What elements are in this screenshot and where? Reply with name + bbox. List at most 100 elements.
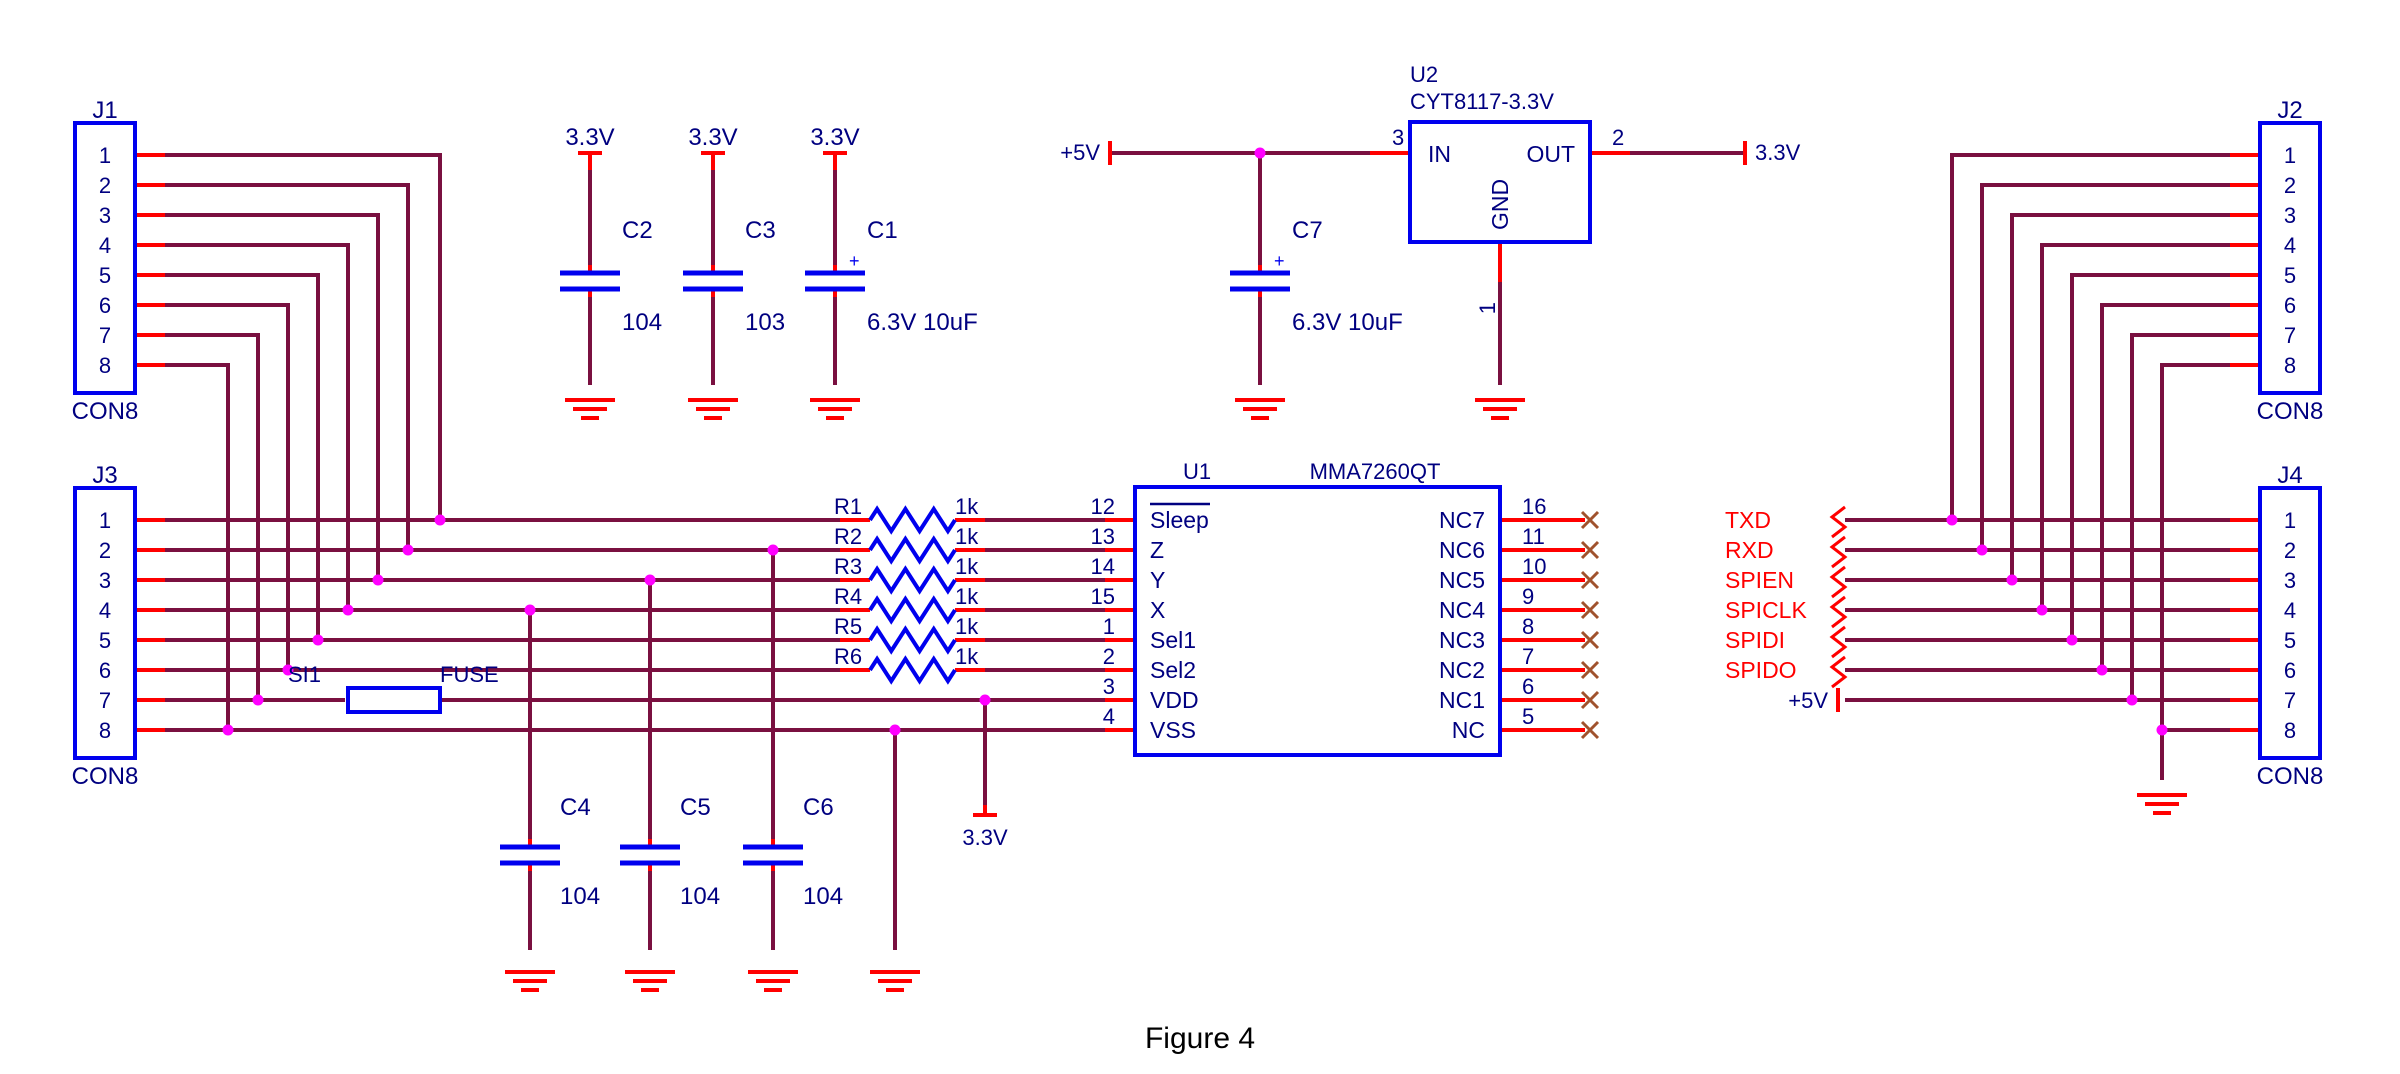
u2-pin-number: 1 [1475,302,1500,314]
net-port-symbol [1829,535,1848,569]
u1-pin-name: NC4 [1439,597,1485,623]
labels: J1CON812345678J3CON812345678J2CON8123456… [72,62,2324,1055]
u1-pin-number: 4 [1103,704,1115,729]
bus-wire [165,183,410,550]
connector-pin-number: 1 [99,143,111,168]
decoupling-supply-label: 3.3V [565,124,614,151]
connector-pin-number: 3 [99,568,111,593]
connector-pin-number: 3 [2284,203,2296,228]
resistor-value: 1k [955,554,979,579]
pin-stubs [135,141,2260,992]
connector-pin-number: 1 [2284,508,2296,533]
fuse-body [346,686,442,714]
no-connect-mark [1580,720,1600,740]
decoupling-cap-ref: C3 [745,217,776,244]
resistor-value: 1k [955,644,979,669]
filter-cap-value: 104 [803,883,843,910]
decoupling-cap-value: 6.3V 10uF [867,309,978,336]
junction-dot [1254,147,1266,159]
junction-dot [2066,634,2078,646]
connector-j4-body [2258,486,2322,760]
bus-wire [165,243,350,610]
resistor-value: 1k [955,584,979,609]
resistor-body [868,535,957,565]
filter-cap-ref: C4 [560,794,591,821]
junction-dot [2156,724,2168,736]
u1-pin-name: Sleep [1150,507,1209,533]
j4-power-label: +5V [1788,688,1828,713]
resistor-value: 1k [955,494,979,519]
connector-value: CON8 [72,763,139,790]
bus-wire [165,273,320,640]
net-port-symbol [1829,595,1848,629]
resistor-ref: R1 [834,494,862,519]
u1-pin-number: 13 [1091,524,1115,549]
u1-pin-number: 5 [1522,704,1534,729]
fuse-ref: SI1 [288,662,321,687]
u2-pin-name: OUT [1526,141,1575,167]
u1-pin-name: NC6 [1439,537,1485,563]
connector-value: CON8 [2257,398,2324,425]
right-bus-wire [2070,273,2230,640]
u1-body [1133,485,1502,757]
right-bus-wire [1980,183,2230,550]
no-connect-mark [1580,600,1600,620]
junction-dot [644,574,656,586]
u1-pin-number: 10 [1522,554,1546,579]
u1-pin-number: 7 [1522,644,1534,669]
connector-pin-number: 1 [2284,143,2296,168]
right-bus-wire [2130,333,2230,700]
filter-cap-value: 104 [680,883,720,910]
junction-dot [434,514,446,526]
connector-j3-body [73,486,137,760]
junctions [222,147,2168,736]
component-bodies [73,120,2322,866]
net-port-symbol [1829,655,1848,689]
connector-pin-number: 7 [2284,688,2296,713]
j4-net-label: SPIEN [1725,567,1794,593]
u1-pin-name: X [1150,597,1165,623]
u1-pin-name: Z [1150,537,1164,563]
connector-pin-number: 7 [99,688,111,713]
junction-dot [372,574,384,586]
resistor-body [868,655,957,685]
connector-pin-number: 2 [2284,538,2296,563]
connector-pin-number: 1 [99,508,111,533]
decoupling-cap-value: 103 [745,309,785,336]
resistor-ref: R4 [834,584,862,609]
connector-pin-number: 2 [2284,173,2296,198]
connector-ref: J2 [2277,97,2302,124]
u2-pin-name: GND [1487,179,1513,230]
u1-pin-number: 6 [1522,674,1534,699]
junction-dot [2096,664,2108,676]
u1-pin-name: NC2 [1439,657,1485,683]
connector-pin-number: 8 [99,718,111,743]
connector-pin-number: 4 [2284,233,2296,258]
connector-value: CON8 [2257,763,2324,790]
connector-pin-number: 2 [99,173,111,198]
connector-ref: J4 [2277,462,2302,489]
connector-ref: J3 [92,462,117,489]
u1-pin-number: 9 [1522,584,1534,609]
junction-dot [342,604,354,616]
u1-pin-number: 12 [1091,494,1115,519]
connector-ref: J1 [92,97,117,124]
junction-dot [524,604,536,616]
connector-pin-number: 8 [2284,353,2296,378]
j4-net-label: SPIDI [1725,627,1785,653]
j4-net-label: RXD [1725,537,1774,563]
u1-pin-name: NC1 [1439,687,1485,713]
connector-pin-number: 6 [99,658,111,683]
connector-pin-number: 5 [2284,628,2296,653]
no-connect-mark [1580,570,1600,590]
u1-pin-name: NC [1452,717,1485,743]
connector-pin-number: 7 [2284,323,2296,348]
resistor-ref: R5 [834,614,862,639]
u1-pin-name: VSS [1150,717,1196,743]
connector-value: CON8 [72,398,139,425]
junction-dot [1976,544,1988,556]
decoupling-cap-value: 104 [622,309,662,336]
right-bus-wire [2100,303,2230,670]
bus-wire [165,213,380,580]
u1-pin-number: 14 [1091,554,1115,579]
